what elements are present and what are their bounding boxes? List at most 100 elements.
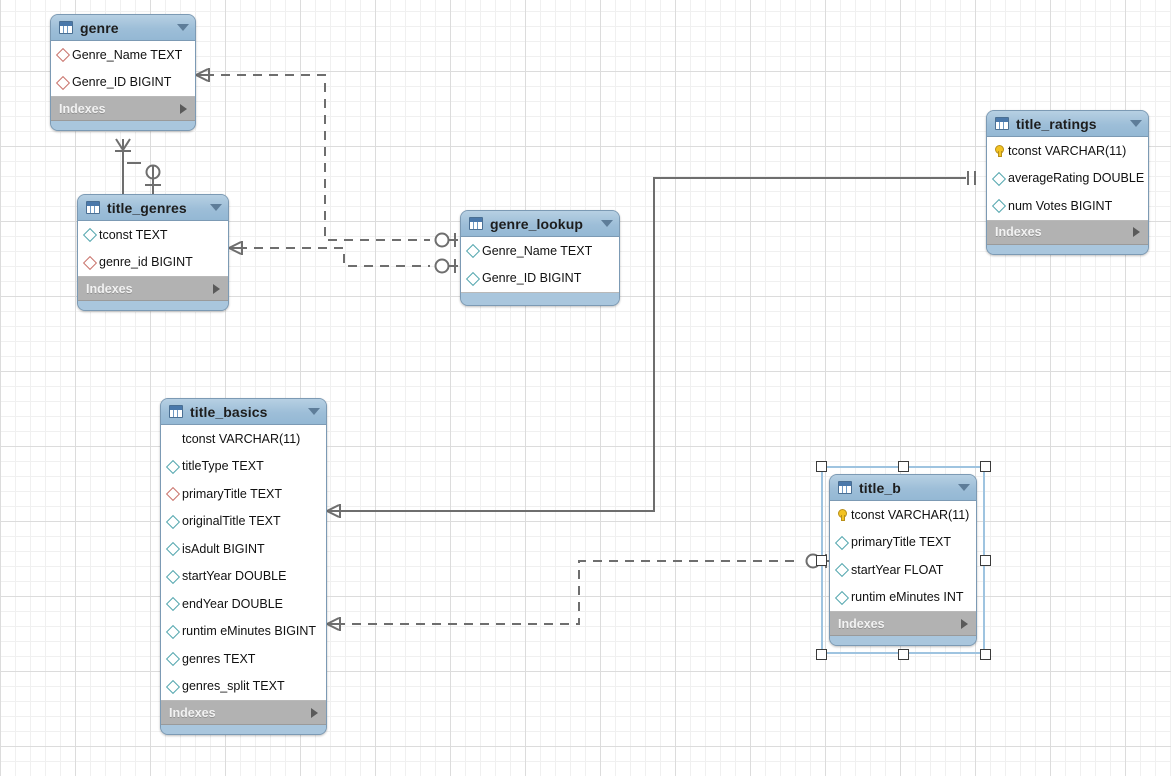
table-header-title_genres[interactable]: title_genres (78, 195, 228, 221)
nullable-column-icon (166, 460, 179, 473)
column-label: primaryTitle TEXT (851, 535, 952, 550)
resize-handle-ne[interactable] (979, 460, 991, 472)
column-label: isAdult BIGINT (182, 541, 265, 556)
chevron-down-icon[interactable] (958, 484, 970, 491)
column-label: genre_id BIGINT (99, 255, 193, 270)
column-row[interactable]: tconst VARCHAR(11) (830, 501, 976, 529)
column-row[interactable]: titleType TEXT (161, 453, 326, 481)
chevron-down-icon[interactable] (210, 204, 222, 211)
column-row[interactable]: Genre_ID BIGINT (461, 265, 619, 293)
table-name-title_basics: title_basics (190, 403, 268, 420)
column-row[interactable]: runtim eMinutes INT (830, 584, 976, 612)
column-label: tconst VARCHAR(11) (851, 507, 970, 522)
indexed-column-icon (56, 48, 69, 61)
table-header-title_b[interactable]: title_b (830, 475, 976, 501)
column-label: runtim eMinutes INT (851, 590, 964, 605)
column-row[interactable]: tconst TEXT (78, 221, 228, 249)
primary-key-icon (992, 144, 1005, 158)
table-icon (59, 21, 73, 34)
nullable-column-icon (835, 536, 848, 549)
indexed-column-icon (56, 76, 69, 89)
indexes-label: Indexes (169, 705, 216, 720)
column-row[interactable]: endYear DOUBLE (161, 590, 326, 618)
column-list-title_genres: tconst TEXT genre_id BIGINT (78, 221, 228, 277)
connector-title-basics-to-title-ratings[interactable] (326, 171, 976, 518)
table-name-title_genres: title_genres (107, 199, 187, 216)
column-label: genres TEXT (182, 651, 256, 666)
column-row[interactable]: Genre_Name TEXT (461, 237, 619, 265)
nullable-column-icon (466, 272, 479, 285)
connector-genre-to-title-genres[interactable] (115, 138, 161, 196)
column-row[interactable]: tconst VARCHAR(11) (161, 425, 326, 453)
chevron-right-icon[interactable] (961, 618, 968, 629)
column-row[interactable]: startYear DOUBLE (161, 563, 326, 591)
chevron-down-icon[interactable] (601, 220, 613, 227)
indexes-section-title_ratings[interactable]: Indexes (987, 220, 1148, 245)
column-row[interactable]: originalTitle TEXT (161, 508, 326, 536)
table-header-genre[interactable]: genre (51, 15, 195, 41)
resize-handle-se[interactable] (979, 648, 991, 660)
nullable-column-icon (835, 563, 848, 576)
chevron-right-icon[interactable] (180, 103, 187, 114)
column-row[interactable]: primaryTitle TEXT (161, 480, 326, 508)
resize-handle-w[interactable] (815, 554, 827, 566)
column-row[interactable]: startYear FLOAT (830, 556, 976, 584)
indexes-label: Indexes (995, 225, 1042, 239)
table-header-title_basics[interactable]: title_basics (161, 399, 326, 425)
column-label: tconst TEXT (99, 227, 168, 242)
column-row[interactable]: primaryTitle TEXT (830, 529, 976, 557)
indexes-section-genre[interactable]: Indexes (51, 97, 195, 121)
resize-handle-nw[interactable] (815, 460, 827, 472)
column-label: Genre_ID BIGINT (482, 271, 582, 286)
chevron-down-icon[interactable] (308, 408, 320, 415)
table-footer (830, 636, 976, 645)
chevron-right-icon[interactable] (1133, 227, 1140, 237)
chevron-down-icon[interactable] (177, 24, 189, 31)
column-label: genres_split TEXT (182, 679, 285, 694)
primary-key-icon (835, 508, 848, 522)
indexes-section-title_genres[interactable]: Indexes (78, 277, 228, 301)
indexed-column-icon (166, 487, 179, 500)
resize-handle-e[interactable] (979, 554, 991, 566)
column-label: tconst VARCHAR(11) (182, 431, 301, 446)
table-footer (51, 121, 195, 130)
connector-title-basics-to-title-b[interactable] (326, 553, 829, 631)
column-row[interactable]: genres TEXT (161, 645, 326, 673)
indexes-section-title_basics[interactable]: Indexes (161, 701, 326, 725)
resize-handle-s[interactable] (897, 648, 909, 660)
column-label: runtim eMinutes BIGINT (182, 624, 317, 639)
table-header-genre_lookup[interactable]: genre_lookup (461, 211, 619, 237)
nullable-column-icon (166, 597, 179, 610)
chevron-down-icon[interactable] (1130, 120, 1142, 127)
column-label: averageRating DOUBLE (1008, 171, 1145, 186)
nullable-column-icon (992, 172, 1005, 185)
table-header-title_ratings[interactable]: title_ratings (987, 111, 1148, 137)
table-icon (469, 217, 483, 230)
column-label: Genre_ID BIGINT (72, 75, 172, 90)
column-row[interactable]: Genre_ID BIGINT (51, 69, 195, 97)
column-row[interactable]: runtim eMinutes BIGINT (161, 618, 326, 646)
column-row[interactable]: genre_id BIGINT (78, 249, 228, 277)
resize-handle-sw[interactable] (815, 648, 827, 660)
resize-handle-n[interactable] (897, 460, 909, 472)
chevron-right-icon[interactable] (311, 707, 318, 718)
column-row[interactable]: genres_split TEXT (161, 673, 326, 701)
column-row[interactable]: isAdult BIGINT (161, 535, 326, 563)
indexes-section-title_b[interactable]: Indexes (830, 612, 976, 636)
nullable-column-icon (166, 570, 179, 583)
column-row[interactable]: num Votes BIGINT (987, 192, 1148, 220)
column-label: primaryTitle TEXT (182, 486, 283, 501)
column-row[interactable]: Genre_Name TEXT (51, 41, 195, 69)
column-row[interactable]: tconst VARCHAR(11) (987, 137, 1148, 165)
connector-title-genres-to-genre-lookup[interactable] (228, 241, 458, 274)
connector-genre-to-genre-lookup[interactable] (195, 68, 458, 248)
chevron-right-icon[interactable] (213, 283, 220, 294)
column-row[interactable]: averageRating DOUBLE (987, 165, 1148, 193)
